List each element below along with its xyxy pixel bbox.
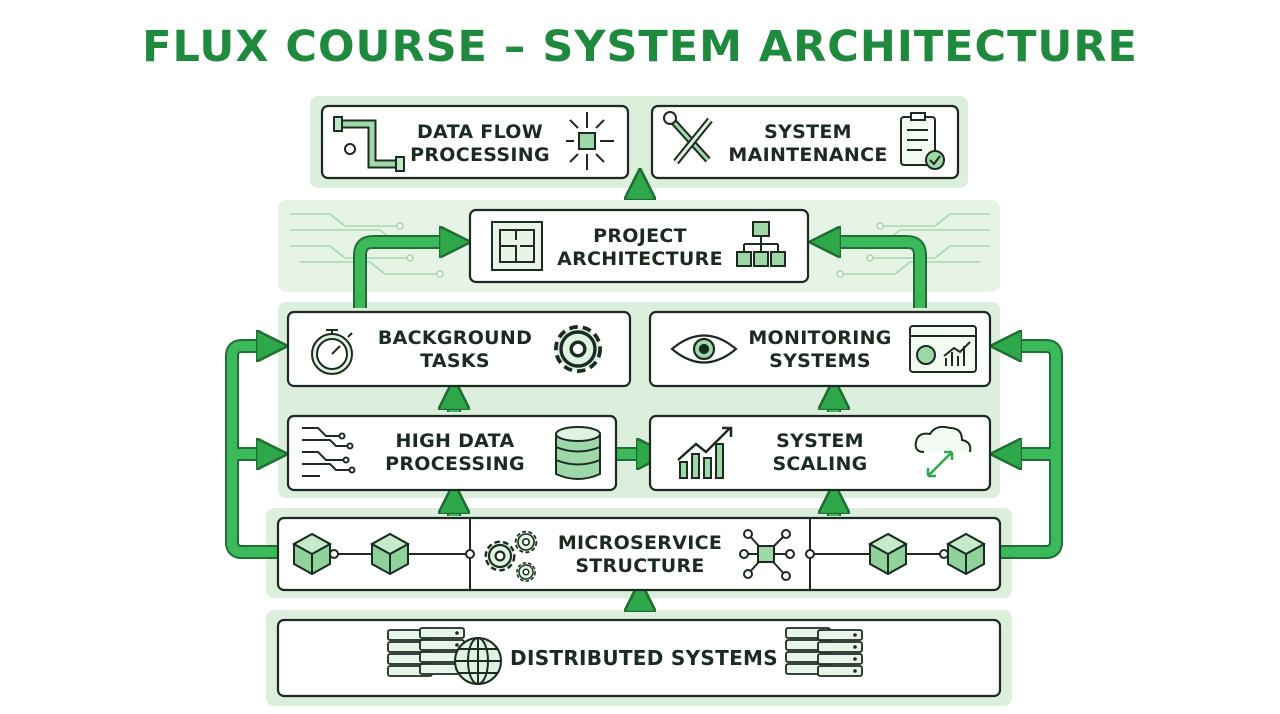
project-arch-line1: PROJECT [593,225,687,247]
cube-network-icon [566,112,614,170]
node-network-icon [739,529,795,581]
monitoring-line2: SYSTEMS [769,350,871,372]
background-line2: TASKS [420,350,490,372]
circuit-icon [302,427,356,477]
microservice-line2: STRUCTURE [575,555,704,577]
node-background-tasks[interactable]: BACKGROUND TASKS [286,310,632,388]
data-flow-line1: DATA FLOW [417,121,543,143]
node-microservice-structure[interactable]: MICROSERVICE STRUCTURE [276,516,1002,592]
gear-icon [554,325,602,373]
hierarchy-icon [736,221,786,267]
scaling-line2: SCALING [772,453,867,475]
node-project-architecture[interactable]: PROJECT ARCHITECTURE [468,208,810,284]
node-high-data-processing[interactable]: HIGH DATA PROCESSING [286,414,618,492]
scaling-line1: SYSTEM [776,430,864,452]
dashboard-icon [909,325,977,373]
microservice-line1: MICROSERVICE [558,532,722,554]
background-line1: BACKGROUND [378,327,532,349]
high-data-line2: PROCESSING [385,453,525,475]
diagram-title: FLUX COURSE – SYSTEM ARCHITECTURE [142,22,1138,72]
monitoring-line1: MONITORING [748,327,891,349]
stopwatch-icon [311,329,353,375]
database-icon [555,426,601,480]
growth-chart-icon [677,426,733,479]
connector-arrows [225,180,1063,610]
node-data-flow-processing[interactable]: DATA FLOW PROCESSING [320,104,630,180]
node-system-maintenance[interactable]: SYSTEM MAINTENANCE [650,104,960,180]
distributed-label: DISTRIBUTED SYSTEMS [510,646,778,670]
data-flow-line2: PROCESSING [410,144,550,166]
blueprint-icon [491,221,543,271]
maintenance-line2: MAINTENANCE [728,144,887,166]
node-system-scaling[interactable]: SYSTEM SCALING [648,414,992,492]
high-data-line1: HIGH DATA [396,430,515,452]
node-distributed-systems[interactable]: DISTRIBUTED SYSTEMS [276,618,1002,698]
eye-icon [670,334,738,364]
checklist-icon [900,112,945,170]
wrench-screwdriver-icon [663,111,713,165]
cube-icon [293,533,985,575]
project-arch-line2: ARCHITECTURE [557,248,723,270]
globe-icon [454,637,502,685]
cloud-resize-icon [914,425,972,478]
maintenance-line1: SYSTEM [764,121,852,143]
node-monitoring-systems[interactable]: MONITORING SYSTEMS [648,310,992,388]
pipes-icon [333,116,405,172]
